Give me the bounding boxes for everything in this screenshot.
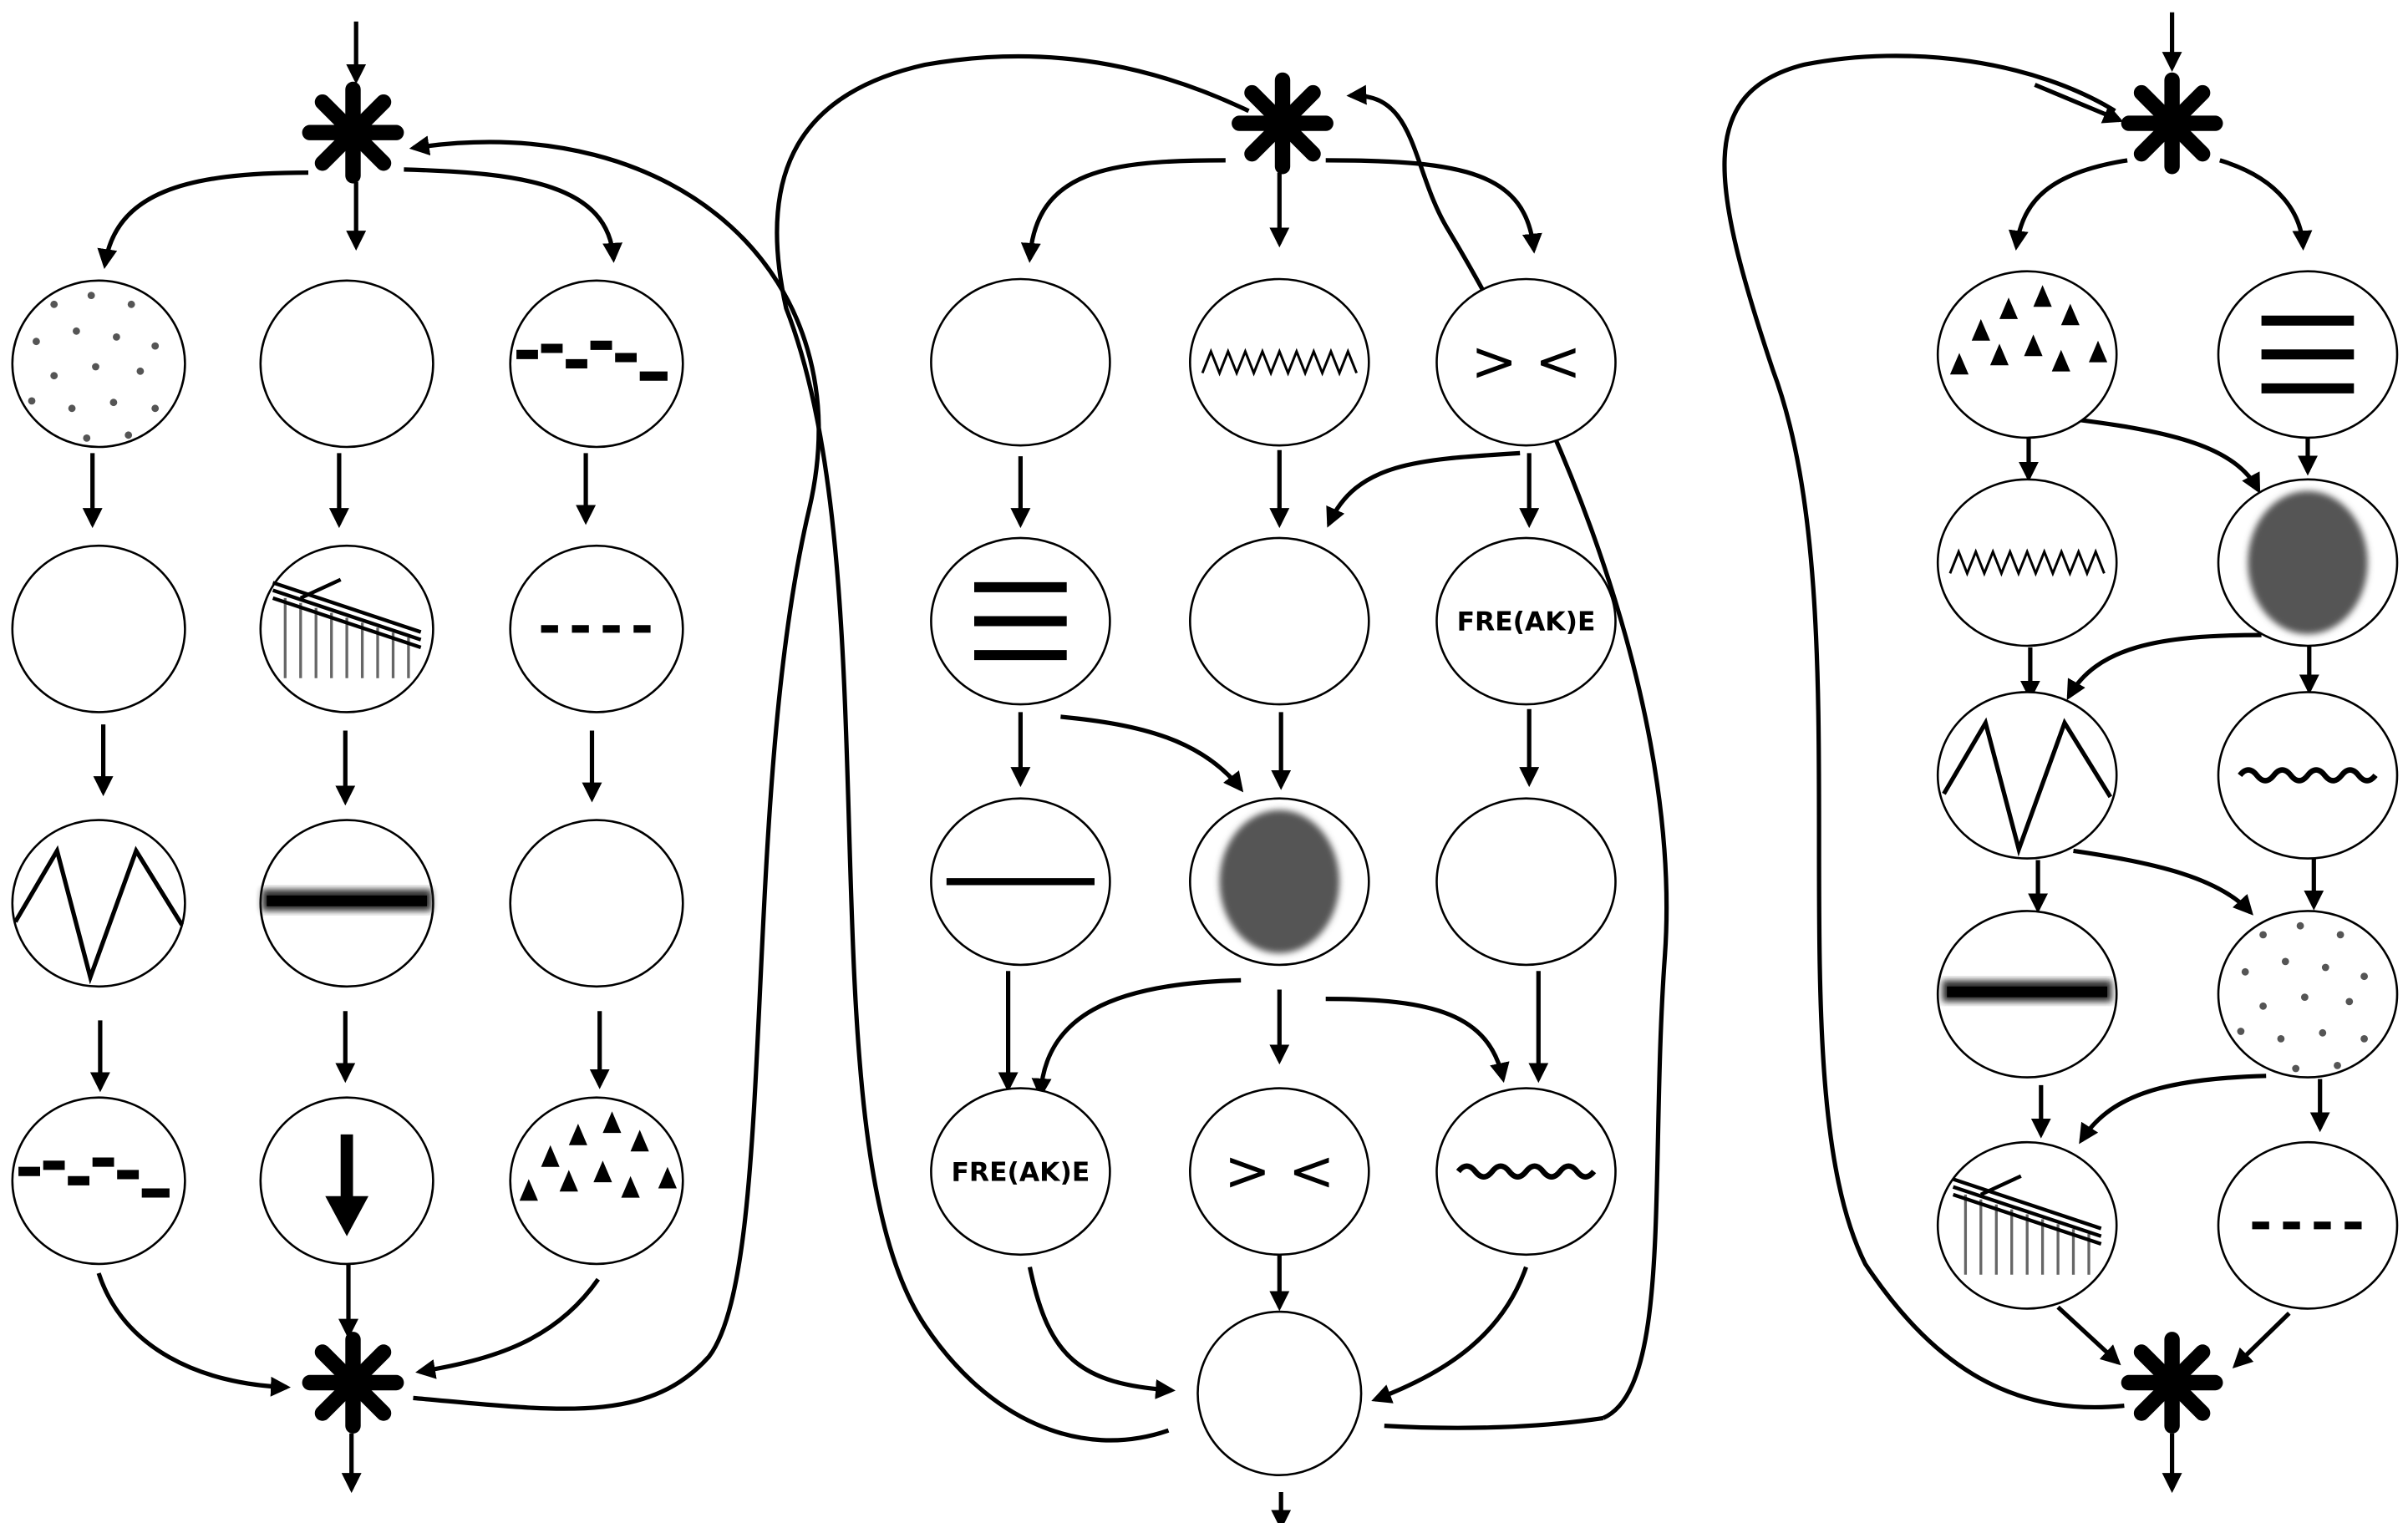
flow-arrow bbox=[415, 1277, 601, 1379]
asterisk-middle-start bbox=[1232, 72, 1334, 175]
flow-arrow bbox=[404, 167, 623, 263]
node-middle-1-0 bbox=[1189, 277, 1370, 447]
node-left-0-3 bbox=[11, 1096, 186, 1266]
node-middle-1-3: > < bbox=[1189, 1087, 1370, 1256]
asterisk-markers bbox=[302, 72, 2223, 1434]
node-right-1-4 bbox=[2217, 1140, 2399, 1310]
node-middle-2-2 bbox=[1435, 797, 1617, 967]
node-right-1-3 bbox=[2217, 910, 2399, 1079]
node-left-0-2 bbox=[11, 819, 186, 988]
asterisk-right-start bbox=[2121, 72, 2223, 175]
node-middle-0-3: FRE(AK)E bbox=[930, 1087, 1111, 1256]
node-left-2-2 bbox=[509, 819, 684, 988]
loop-line-middle bbox=[775, 53, 1250, 1443]
node-right-0-4 bbox=[1936, 1140, 2118, 1310]
node-middle-0-0 bbox=[930, 277, 1111, 447]
diagram-nodes: FRE(AK)E > < > < FRE(AK)E bbox=[11, 270, 2399, 1476]
flow-arrow bbox=[2073, 848, 2253, 916]
flow-arrow bbox=[2073, 417, 2261, 494]
flow-arrow bbox=[96, 1272, 291, 1397]
flow-arrow bbox=[1325, 997, 1510, 1084]
asterisk-right-end bbox=[2121, 1332, 2223, 1434]
gt-lt-label: > < bbox=[1471, 329, 1581, 394]
flow-arrow bbox=[1020, 158, 1226, 263]
node-middle-2-3 bbox=[1435, 1087, 1617, 1256]
asterisk-left-start bbox=[302, 81, 404, 184]
flow-arrow bbox=[2079, 1074, 2267, 1145]
flow-arrow bbox=[1027, 1267, 1176, 1399]
node-left-1-0 bbox=[259, 279, 434, 449]
node-left-2-3 bbox=[509, 1096, 684, 1266]
node-middle-1-1 bbox=[1189, 536, 1370, 706]
loop-arrow-middle bbox=[1346, 84, 1669, 1420]
flow-arrow bbox=[2056, 1305, 2121, 1366]
node-right-1-0 bbox=[2217, 270, 2399, 439]
flow-arrow bbox=[1060, 714, 1244, 793]
node-left-0-0 bbox=[11, 279, 186, 449]
flow-arrow bbox=[2232, 1312, 2291, 1369]
node-right-0-2 bbox=[1936, 691, 2118, 860]
node-left-2-1 bbox=[509, 544, 684, 713]
connector-arrows bbox=[82, 12, 2330, 1523]
node-left-1-2 bbox=[259, 819, 434, 988]
node-right-1-2 bbox=[2217, 691, 2399, 860]
loop-arrow-left bbox=[409, 135, 821, 1411]
asterisk-left-end bbox=[302, 1332, 404, 1434]
node-left-2-0 bbox=[509, 279, 684, 449]
gt-lt-label: > < bbox=[1224, 1138, 1334, 1203]
flow-arrow bbox=[2219, 158, 2313, 251]
flow-arrow bbox=[2008, 158, 2128, 251]
node-right-0-3 bbox=[1936, 910, 2118, 1079]
flow-arrow bbox=[1326, 450, 1521, 528]
flow-arrow bbox=[1031, 977, 1242, 1099]
node-middle-end bbox=[1196, 1310, 1363, 1476]
flow-arrow bbox=[2034, 83, 2124, 124]
node-left-1-1 bbox=[259, 544, 434, 713]
flow-arrow bbox=[1325, 158, 1542, 254]
loop-line-right bbox=[1722, 53, 2125, 1410]
flow-arrow bbox=[1371, 1266, 1528, 1404]
node-right-1-1 bbox=[2217, 478, 2399, 647]
node-middle-1-2 bbox=[1189, 797, 1370, 967]
freake-label: FRE(AK)E bbox=[1457, 607, 1596, 637]
freake-label: FRE(AK)E bbox=[951, 1157, 1090, 1187]
node-right-0-0 bbox=[1936, 270, 2118, 439]
node-middle-0-1 bbox=[930, 536, 1111, 706]
flow-arrow bbox=[97, 170, 309, 270]
node-middle-0-2 bbox=[930, 797, 1111, 967]
node-left-1-3 bbox=[259, 1096, 434, 1266]
node-middle-2-1: FRE(AK)E bbox=[1435, 536, 1617, 706]
node-right-0-1 bbox=[1936, 478, 2118, 647]
node-middle-2-0: > < bbox=[1435, 277, 1617, 447]
node-left-0-1 bbox=[11, 544, 186, 713]
flow-line bbox=[1384, 1415, 1604, 1430]
flow-arrow bbox=[2066, 632, 2262, 701]
